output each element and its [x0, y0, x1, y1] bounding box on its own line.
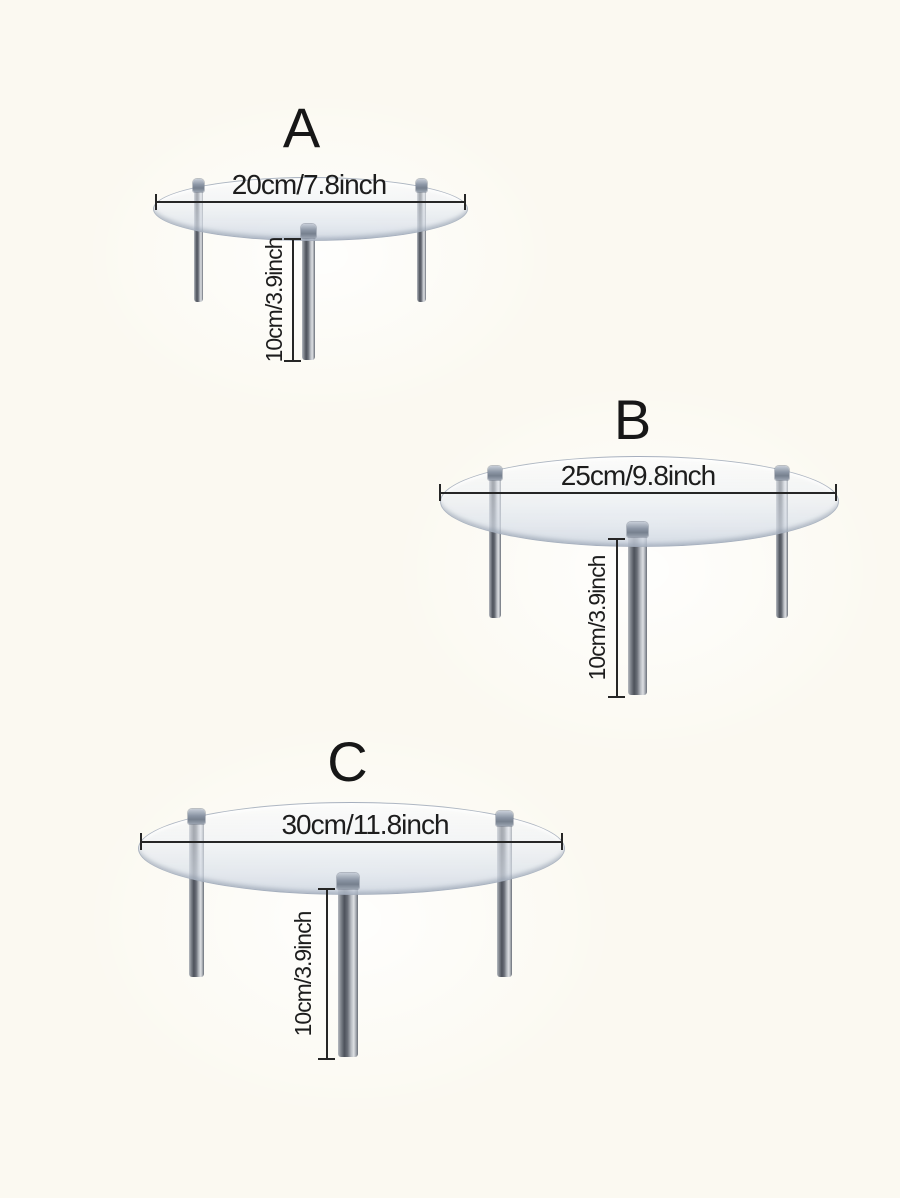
background-glow: [80, 90, 560, 420]
leg-cap-front-center: [627, 522, 648, 537]
dimension-tick-top: [284, 238, 301, 240]
diameter-dimension-line: [141, 841, 563, 843]
leg-cap-back-left: [193, 179, 204, 192]
variant-letter-b: B: [613, 388, 651, 451]
leg-cap-front-center: [301, 224, 316, 238]
diameter-label: 20cm/7.8inch: [231, 169, 388, 200]
leg-cap-back-left: [188, 809, 205, 824]
dimension-tick-left: [439, 484, 441, 501]
table-leg-back-right: [417, 184, 426, 302]
leg-cap-front-center: [337, 873, 359, 889]
height-dimension-line: [292, 239, 294, 361]
height-label: 10cm/3.9inch: [584, 555, 610, 681]
table-leg-front-center: [338, 880, 358, 1057]
dimension-tick-bottom: [318, 1058, 335, 1060]
leg-cap-back-right: [496, 811, 513, 826]
variant-letter-c: C: [327, 730, 367, 793]
diameter-dimension-line: [156, 201, 465, 203]
dimension-tick-bottom: [284, 360, 301, 362]
dimension-tick-left: [155, 194, 157, 210]
table-leg-front-center: [302, 230, 315, 360]
leg-cap-back-right: [416, 179, 427, 192]
dimension-tick-bottom: [608, 696, 625, 698]
diameter-dimension-line: [440, 492, 837, 494]
dimension-tick-top: [318, 888, 335, 890]
dimension-tick-left: [140, 833, 142, 850]
height-label: 10cm/3.9inch: [261, 237, 287, 363]
table-leg-front-center: [628, 530, 647, 695]
dimension-tick-top: [608, 538, 625, 540]
leg-cap-back-left: [488, 466, 502, 480]
variant-letter-a: A: [282, 96, 320, 159]
dimension-tick-right: [835, 484, 837, 501]
table-leg-back-left: [194, 184, 203, 302]
dimension-tick-right: [561, 833, 563, 850]
dimension-tick-right: [464, 194, 466, 210]
diameter-label: 25cm/9.8inch: [560, 460, 717, 491]
height-dimension-line: [616, 539, 618, 697]
height-dimension-line: [326, 889, 328, 1059]
diameter-label: 30cm/11.8inch: [281, 809, 449, 840]
height-label: 10cm/3.9inch: [290, 911, 316, 1037]
leg-cap-back-right: [775, 466, 789, 480]
